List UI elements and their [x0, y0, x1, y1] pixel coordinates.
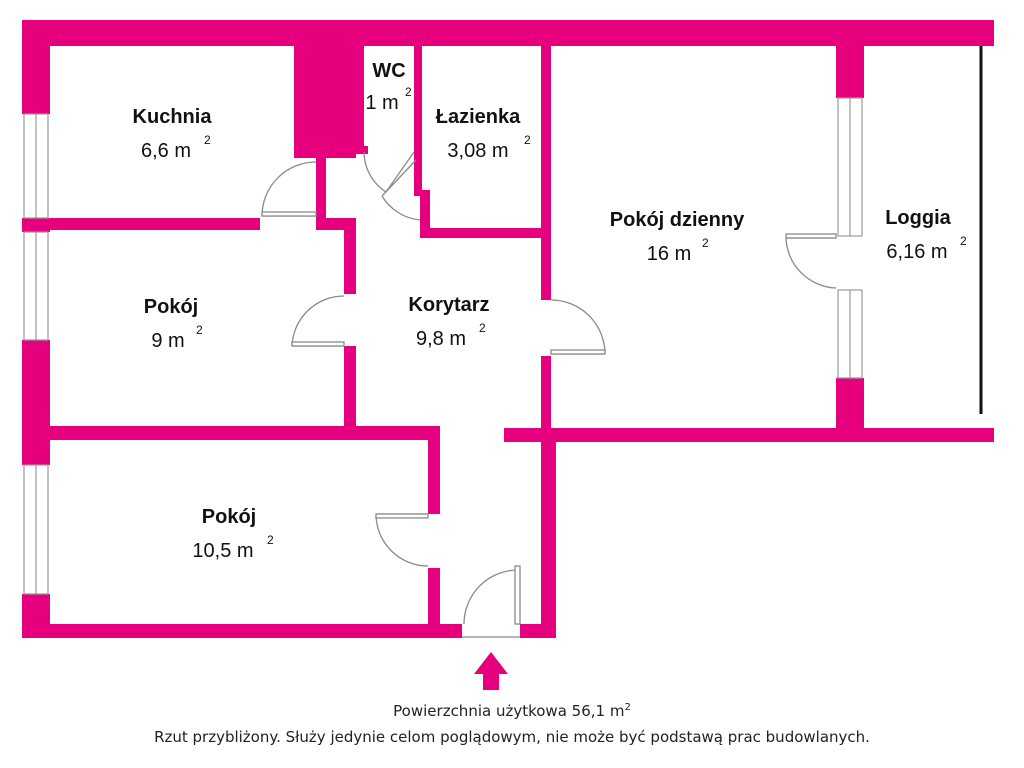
room-area-dzienny: 16 m	[647, 243, 691, 265]
wall-wc-left	[356, 46, 364, 150]
room-lazienka: Łazienka 3,08 m 2	[436, 106, 531, 162]
wall-wc-bottom	[356, 146, 368, 154]
room-exp-pokoj-1: 2	[196, 323, 203, 337]
door-kitchen-panel	[261, 211, 317, 217]
wall-top	[22, 20, 994, 46]
door-entrance-arc	[463, 569, 519, 625]
wall-kitchen-right	[316, 158, 326, 230]
door-wc-leaf	[385, 151, 415, 193]
wall-bath-left	[420, 190, 430, 236]
room-labels: Kuchnia 6,6 m 2 WC 1 m 2 Łazienka 3,08 m…	[133, 60, 967, 562]
door-room2-panel	[375, 513, 429, 519]
room-exp-lazienka: 2	[524, 133, 531, 147]
wall-room2-right-2	[428, 568, 440, 638]
wall-bath-bottom	[420, 228, 550, 238]
door-loggia-arc	[785, 237, 837, 289]
wall-living-left-1	[541, 46, 551, 300]
room-name-dzienny: Pokój dzienny	[610, 209, 745, 231]
entrance-arrow-icon	[474, 652, 508, 690]
door-kitchen-arc	[261, 161, 317, 217]
wall-room1-right-2	[344, 346, 356, 430]
door-living-arc	[550, 299, 606, 355]
room-name-kuchnia: Kuchnia	[133, 106, 213, 128]
room-exp-loggia: 2	[960, 234, 967, 248]
room-korytarz: Korytarz 9,8 m 2	[408, 294, 489, 350]
wall-left-3	[22, 340, 50, 465]
door-room1-panel	[291, 341, 345, 347]
wall-living-left-2	[541, 356, 551, 438]
wall-kitchen-bottom	[50, 218, 260, 230]
room-name-korytarz: Korytarz	[408, 294, 489, 316]
room-area-kuchnia: 6,6 m	[141, 140, 191, 162]
total-area-text: Powierzchnia użytkowa 56,1 m2	[0, 702, 1024, 720]
room-exp-wc: 2	[405, 85, 412, 99]
door-bath-leaf	[381, 159, 417, 197]
room-wc: WC 1 m 2	[365, 60, 412, 114]
room-exp-dzienny: 2	[702, 236, 709, 250]
windows	[23, 46, 983, 595]
wall-corridor-right	[541, 430, 556, 638]
wall-left-1	[22, 20, 50, 114]
door-room2-arc	[375, 513, 429, 567]
room-loggia: Loggia 6,16 m 2	[885, 207, 967, 263]
wall-wc-right	[414, 46, 422, 196]
walls	[22, 20, 994, 638]
door-living-panel	[550, 349, 606, 355]
wall-room1-right-1	[344, 218, 356, 294]
total-area-exp: 2	[624, 702, 631, 713]
wall-shaft	[294, 46, 356, 158]
total-area-label: Powierzchnia użytkowa 56,1 m	[393, 702, 625, 720]
room-name-pokoj-2: Pokój	[202, 506, 256, 528]
room-area-pokoj-1: 9 m	[151, 330, 184, 352]
room-name-lazienka: Łazienka	[436, 106, 521, 128]
room-area-korytarz: 9,8 m	[416, 328, 466, 350]
room-area-wc: 1 m	[365, 92, 398, 114]
room-name-loggia: Loggia	[885, 207, 951, 229]
wall-bottom-left	[22, 624, 462, 638]
room-exp-korytarz: 2	[479, 321, 486, 335]
door-room1-arc	[291, 295, 345, 347]
room-dzienny: Pokój dzienny 16 m 2	[610, 209, 745, 265]
wall-living-bottom	[504, 428, 994, 442]
wall-room1-bottom	[50, 426, 440, 440]
wall-room2-right-1	[428, 426, 440, 514]
doors	[261, 151, 837, 638]
room-name-pokoj-1: Pokój	[144, 296, 198, 318]
room-kuchnia: Kuchnia 6,6 m 2	[133, 106, 213, 162]
door-bath-arc	[381, 195, 421, 221]
room-pokoj-1: Pokój 9 m 2	[144, 296, 203, 352]
room-exp-pokoj-2: 2	[267, 533, 274, 547]
room-exp-kuchnia: 2	[204, 133, 211, 147]
wall-loggia-pier-top	[836, 46, 864, 98]
wall-left-2	[22, 218, 50, 232]
room-name-wc: WC	[372, 60, 405, 82]
disclaimer-text: Rzut przybliżony. Służy jedynie celom po…	[154, 728, 870, 746]
room-pokoj-2: Pokój 10,5 m 2	[192, 506, 274, 562]
room-area-lazienka: 3,08 m	[447, 140, 508, 162]
room-area-pokoj-2: 10,5 m	[192, 540, 253, 562]
room-area-loggia: 6,16 m	[886, 241, 947, 263]
door-loggia-panel	[785, 233, 837, 239]
door-wc-arc	[363, 151, 387, 193]
door-entrance-panel	[514, 565, 521, 625]
entrance-arrow-head	[474, 652, 508, 674]
entrance-arrow-stem	[483, 672, 499, 690]
wall-loggia-pier-bottom	[836, 378, 864, 442]
